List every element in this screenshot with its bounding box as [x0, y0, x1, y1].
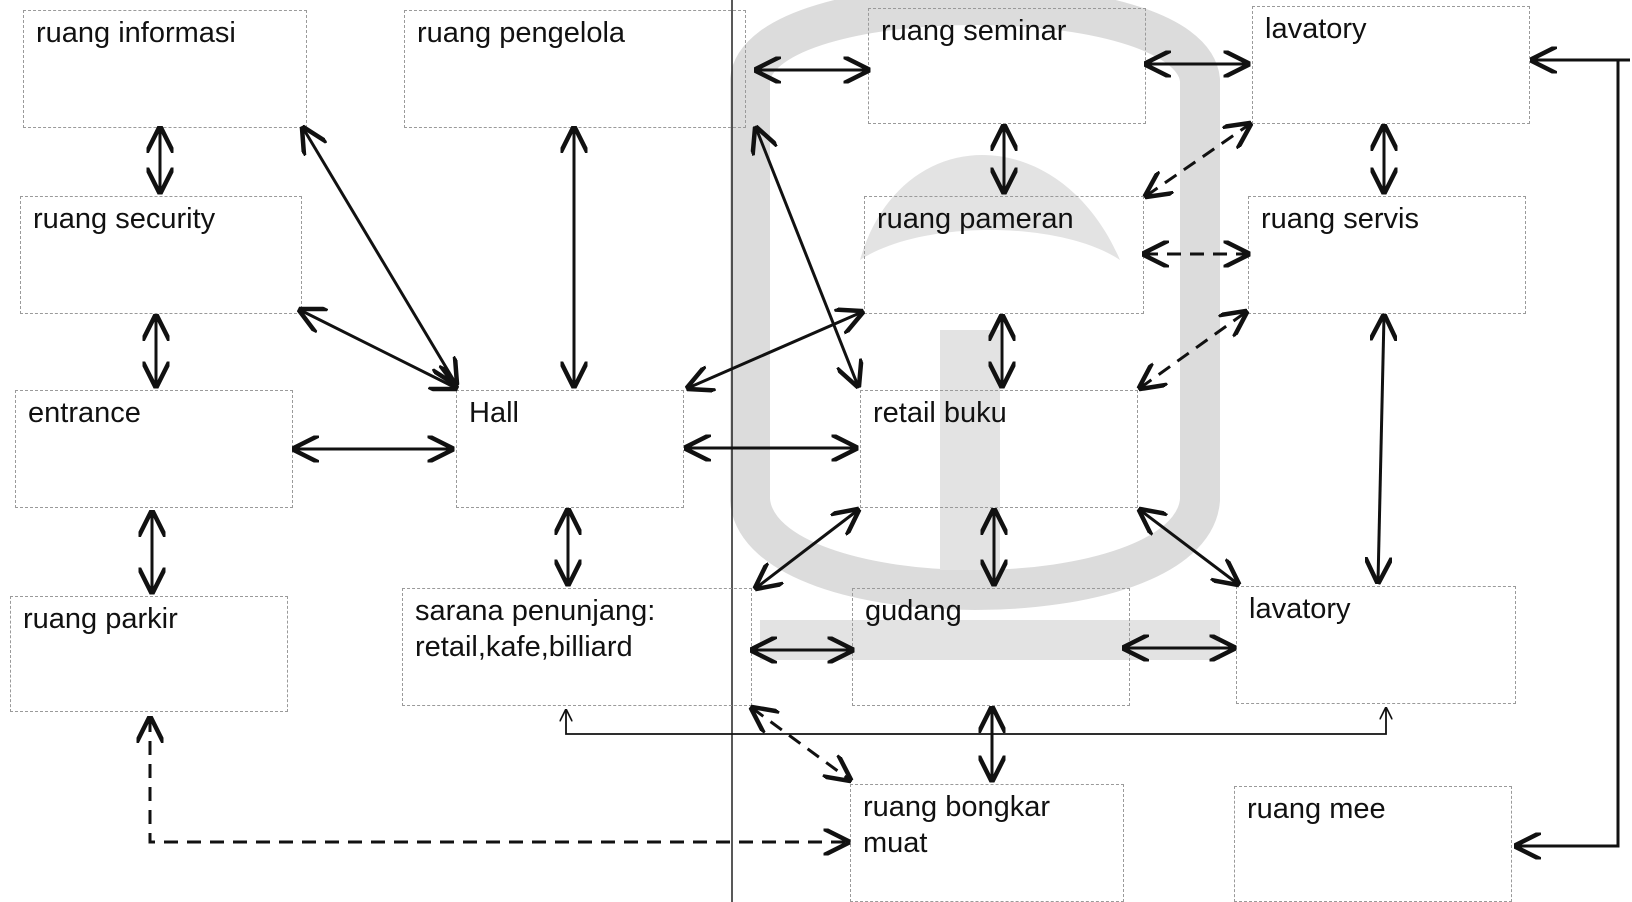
- room-label: ruang servis: [1261, 203, 1419, 235]
- room-lavatory-bottom: lavatory: [1236, 586, 1516, 704]
- relation-arrow-security-hall: [300, 310, 456, 388]
- room-label: ruang parkir: [23, 603, 178, 635]
- room-label: retail buku: [873, 397, 1007, 429]
- room-label: ruang security: [33, 203, 216, 235]
- room-hall: Hall: [456, 390, 684, 508]
- room-label: lavatory: [1265, 13, 1367, 45]
- relation-arrow-hall-pameran: [688, 312, 862, 388]
- room-ruang-seminar: ruang seminar: [868, 8, 1146, 124]
- relation-arrow-parkir-bongkar: [150, 718, 848, 842]
- room-ruang-informasi: ruang informasi: [23, 10, 307, 128]
- relation-arrow-pengelola-retail: [756, 128, 858, 386]
- room-label: ruang pameran: [877, 203, 1074, 235]
- room-ruang-bongkar-muat: ruang bongkar muat: [850, 784, 1124, 902]
- relation-arrow-pameran-lavatory1: [1146, 124, 1250, 196]
- room-label: lavatory: [1249, 593, 1351, 625]
- room-label: ruang seminar: [881, 15, 1067, 47]
- room-ruang-mee: ruang mee: [1234, 786, 1512, 902]
- room-entrance: entrance: [15, 390, 293, 508]
- room-ruang-pameran: ruang pameran: [864, 196, 1144, 314]
- room-ruang-servis: ruang servis: [1248, 196, 1526, 314]
- room-label: Hall: [469, 397, 519, 429]
- room-label: ruang informasi: [36, 17, 236, 49]
- room-retail-buku: retail buku: [860, 390, 1138, 508]
- room-ruang-parkir: ruang parkir: [10, 596, 288, 712]
- relation-arrow-retail-lavatory2: [1140, 510, 1238, 584]
- relation-arrow-penunjang-bongkar: [752, 708, 850, 780]
- room-sarana-penunjang: sarana penunjang: retail,kafe,billiard: [402, 588, 752, 706]
- relation-arrow-informasi-hall: [303, 128, 456, 384]
- relation-arrow-servis-lavatory2: [1378, 316, 1384, 582]
- room-label: gudang: [865, 595, 962, 627]
- relation-arrow-retail-penunjang: [756, 510, 858, 588]
- room-label: entrance: [28, 397, 141, 429]
- room-ruang-security: ruang security: [20, 196, 302, 314]
- room-ruang-pengelola: ruang pengelola: [404, 10, 746, 128]
- room-label: ruang pengelola: [417, 17, 626, 49]
- relation-arrow-penunjang-lavatory2: [566, 708, 1386, 735]
- room-label: ruang mee: [1247, 793, 1386, 825]
- relation-arrow-mee-lavatory1: [1516, 58, 1630, 846]
- room-label: ruang bongkar muat: [863, 791, 1051, 859]
- room-lavatory-top: lavatory: [1252, 6, 1530, 124]
- relation-arrow-retail-servis: [1140, 312, 1246, 388]
- room-label: sarana penunjang: retail,kafe,billiard: [415, 595, 656, 663]
